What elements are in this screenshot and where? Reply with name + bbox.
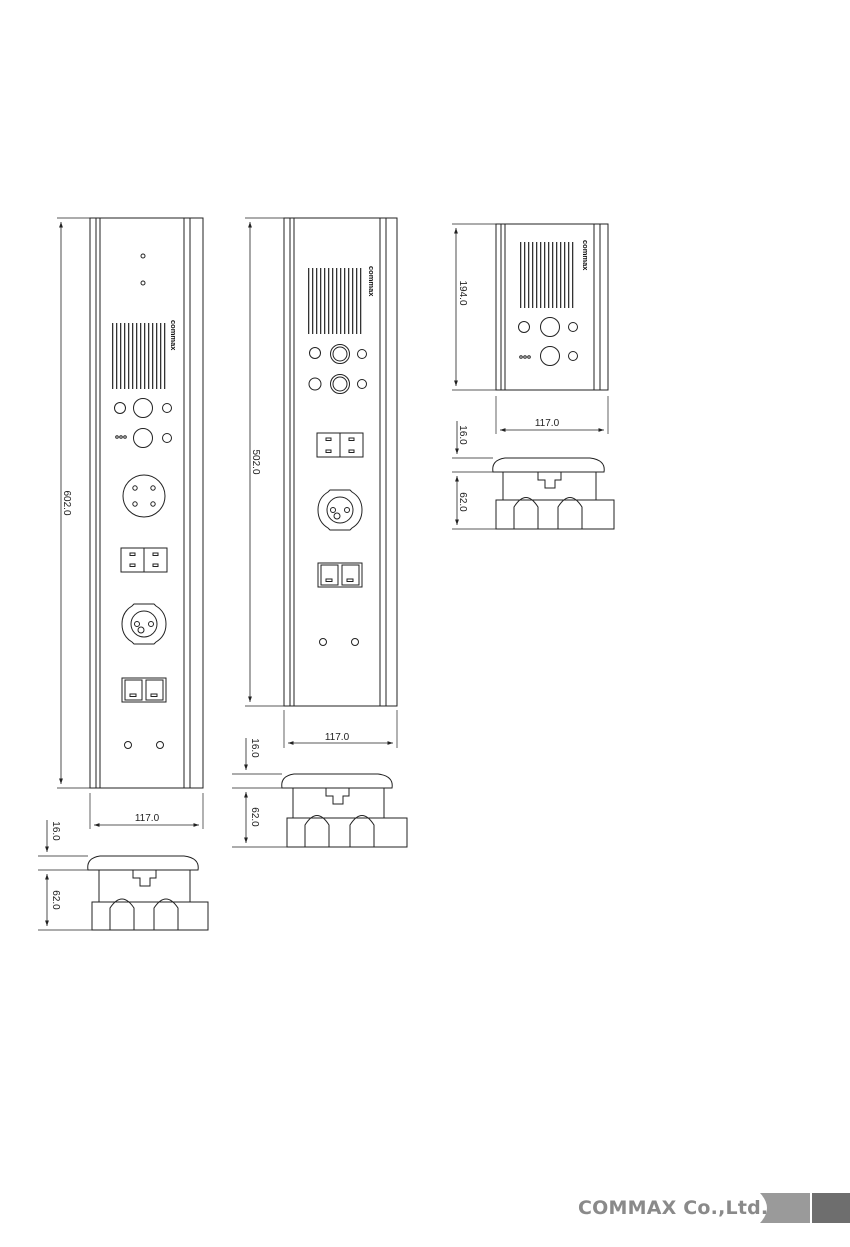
medium-unit-side-view <box>282 774 407 847</box>
medium-unit-front-view <box>284 218 397 706</box>
tall-width-label: 117.0 <box>135 813 160 824</box>
footer-tab <box>760 1193 850 1223</box>
short-height-label: 194.0 <box>457 280 468 305</box>
switch-pair <box>122 678 166 702</box>
switch-pair <box>318 563 362 587</box>
footer: COMMAX Co.,Ltd. <box>578 1193 768 1223</box>
footer-tab-light <box>760 1193 810 1223</box>
schuko-socket <box>318 490 362 530</box>
short-brand-logo: commax <box>581 240 590 271</box>
short-width-label: 117.0 <box>535 418 560 429</box>
footer-tab-dark <box>812 1193 850 1223</box>
tall-unit-side-view <box>88 856 208 930</box>
company-name: COMMAX Co.,Ltd. <box>578 1197 768 1219</box>
medium-brand-logo: commax <box>367 266 376 297</box>
speaker-grille <box>518 242 574 308</box>
tall-base-label: 62.0 <box>50 890 61 910</box>
short-unit-side-view <box>493 458 614 529</box>
tall-height-label: 602.0 <box>61 490 72 515</box>
tall-unit-front-view <box>90 218 203 788</box>
speaker-grille <box>112 323 166 389</box>
medium-lid-label: 16.0 <box>249 738 260 758</box>
tall-lid-label: 16.0 <box>50 821 61 841</box>
medium-base-label: 62.0 <box>249 807 260 827</box>
speaker-grille <box>308 268 364 334</box>
short-unit-front-view <box>496 224 608 390</box>
round-socket <box>123 475 165 517</box>
schuko-socket <box>122 604 166 644</box>
short-lid-label: 16.0 <box>457 425 468 445</box>
short-base-label: 62.0 <box>457 492 468 512</box>
medium-height-label: 502.0 <box>250 449 261 474</box>
medium-width-label: 117.0 <box>325 732 350 743</box>
tall-brand-logo: commax <box>169 320 178 351</box>
